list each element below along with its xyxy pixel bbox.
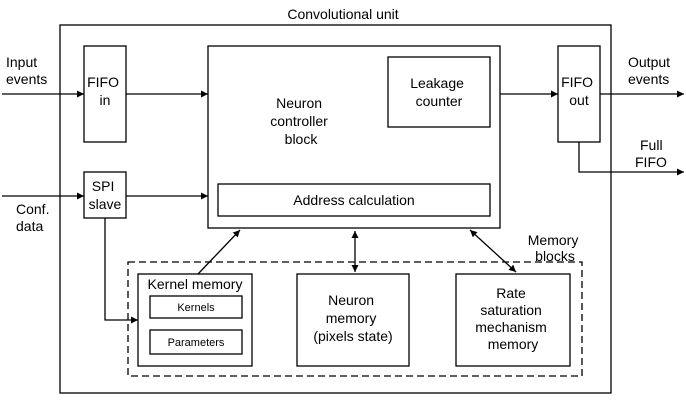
- address-calculation-block: [217, 183, 491, 217]
- leakage-counter-label: Leakage counter: [410, 75, 468, 109]
- output-events-label: Output events: [628, 54, 674, 87]
- memory-blocks-label: Memory blocks: [528, 232, 582, 264]
- spi-slave-block: [83, 171, 127, 219]
- parameters-block: [149, 329, 243, 355]
- conf-data-label: Conf. data: [16, 201, 53, 234]
- rate-memory-controller-arrow: [469, 229, 517, 273]
- fifo-in-block: [83, 45, 127, 143]
- kernel-memory-label: Kernel memory: [148, 276, 243, 292]
- spi-slave-label: SPI slave: [89, 178, 122, 212]
- convolutional-unit-title: Convolutional unit: [287, 6, 398, 22]
- kernel-memory-to-controller-arrow: [197, 229, 241, 275]
- input-events-label: Input events: [6, 54, 47, 87]
- parameters-label: Parameters: [168, 337, 225, 349]
- fifo-in-label: FIFO in: [87, 74, 123, 108]
- fifo-out-label: FIFO out: [561, 74, 597, 108]
- kernels-label: Kernels: [177, 302, 215, 314]
- rate-saturation-memory-block: [455, 273, 571, 367]
- leakage-counter-block: [387, 56, 491, 128]
- neuron-controller-label: Neuron controller block: [270, 95, 331, 147]
- address-calculation-label: Address calculation: [293, 192, 414, 208]
- spi-to-kernel-memory-arrow: [104, 218, 138, 324]
- rate-saturation-memory-label: Rate saturation mechanism memory: [475, 285, 550, 352]
- full-fifo-label: Full FIFO: [635, 137, 667, 170]
- neuron-memory-block: [296, 273, 410, 367]
- neuron-memory-label: Neuron memory (pixels state): [313, 292, 392, 344]
- kernels-block: [149, 295, 243, 319]
- full-fifo-arrow: [578, 142, 684, 176]
